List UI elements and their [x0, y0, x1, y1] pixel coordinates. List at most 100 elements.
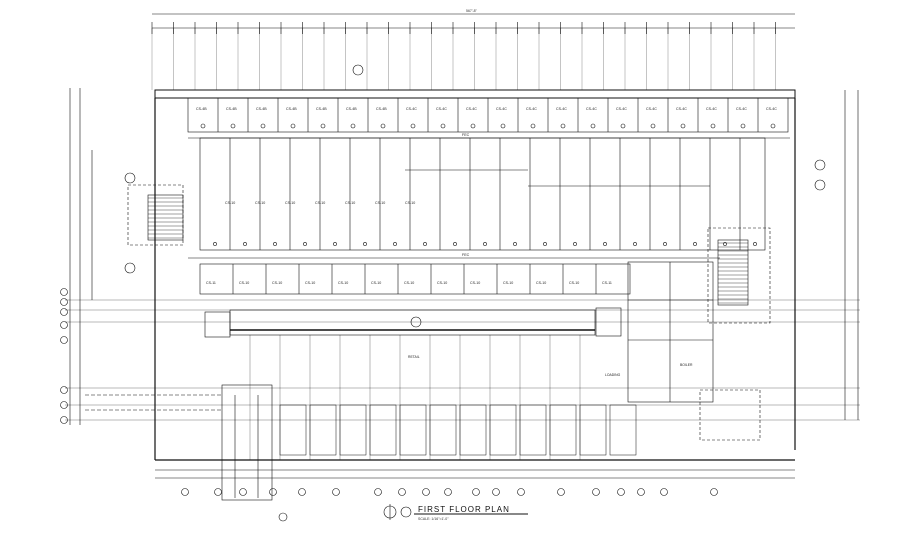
outlet-icon [573, 242, 577, 246]
storefront-bay [429, 404, 457, 456]
outlet-icon [243, 242, 247, 246]
room-label: CS-4C [706, 107, 717, 111]
stair-right-treads [718, 242, 748, 304]
grid-bubble [60, 298, 68, 306]
room-label: CS-10 [437, 281, 447, 285]
outlet-icon [363, 242, 367, 246]
storefront-bay [459, 404, 487, 456]
grid-bubble [60, 336, 68, 344]
door-swing-icon [470, 123, 476, 129]
service-core [627, 261, 714, 403]
door-swing-icon [500, 123, 506, 129]
grid-bubble [557, 488, 565, 496]
overall-dimension: 567'-8" [466, 9, 478, 13]
outlet-icon [603, 242, 607, 246]
retail-label: RETAIL [408, 355, 420, 359]
top-dimension-ticks [151, 22, 776, 90]
corridor-label: FEC [462, 133, 470, 137]
room-label: CS-11 [206, 281, 216, 285]
drawing-scale: SCALE: 1/16"=1'-0" [418, 517, 449, 521]
grid-bubble [492, 488, 500, 496]
room-label: CS-4C [616, 107, 627, 111]
outlet-icon [333, 242, 337, 246]
corridor-label-lower: FEC [462, 253, 470, 257]
room-label: CS-4B [376, 107, 387, 111]
room-label: CS-10 [285, 201, 295, 205]
grid-bubble [332, 488, 340, 496]
column-grid-bubbles [181, 488, 718, 496]
stair-left-treads [148, 197, 183, 239]
grid-bubble [592, 488, 600, 496]
outlet-icon [423, 242, 427, 246]
room-label: CS-4C [766, 107, 777, 111]
room-label: CS-10 [503, 281, 513, 285]
outlet-icon [663, 242, 667, 246]
door-swing-icon [770, 123, 776, 129]
drawing-title: FIRST FLOOR PLAN [418, 505, 510, 514]
storefront-bay [549, 404, 577, 456]
stair-right [717, 239, 749, 306]
door-swing-icon [260, 123, 266, 129]
room-label: CS-10 [315, 201, 325, 205]
grid-bubble [398, 488, 406, 496]
keynote-marker [410, 316, 422, 328]
grid-bubble [60, 386, 68, 394]
door-swing-icon [560, 123, 566, 129]
room-label: CS-10 [569, 281, 579, 285]
room-label: CS-4C [736, 107, 747, 111]
door-swing-icon [380, 123, 386, 129]
door-swing-icon [590, 123, 596, 129]
door-swing-icon [290, 123, 296, 129]
storefront-bay [609, 404, 637, 456]
grid-bubble [269, 488, 277, 496]
room-label: CS-4B [346, 107, 357, 111]
storefront-bay [399, 404, 427, 456]
section-marker-top [352, 64, 364, 76]
room-label: CS-10 [375, 201, 385, 205]
storefront-bay [519, 404, 547, 456]
storefront-bay [279, 404, 307, 456]
storefront-bay [369, 404, 397, 456]
door-swing-icon [230, 123, 236, 129]
storefront-bay [579, 404, 607, 456]
room-label: CS-10 [255, 201, 265, 205]
grid-bubble [239, 488, 247, 496]
outlet-icon [693, 242, 697, 246]
stair-left [147, 194, 184, 241]
room-label: CS-10 [272, 281, 282, 285]
room-label: CS-10 [225, 201, 235, 205]
storefront-bay [339, 404, 367, 456]
room-label: CS-11 [602, 281, 612, 285]
room-label: CS-4C [646, 107, 657, 111]
room-label: CS-4C [526, 107, 537, 111]
storefront-bay [489, 404, 517, 456]
unit-block-middle [199, 137, 766, 251]
grid-bubble [298, 488, 306, 496]
section-marker-right-1 [814, 159, 826, 171]
outlet-icon [273, 242, 277, 246]
room-label: CS-4C [436, 107, 447, 111]
room-label: CS-10 [345, 201, 355, 205]
room-labels-bottom: CS-11 CS-10 CS-10 CS-10 CS-10 CS-10 CS-10 CS-10… [206, 281, 612, 285]
storefront-bay [309, 404, 337, 456]
room-label: CS-10 [404, 281, 414, 285]
section-marker-left-1 [124, 172, 136, 184]
unit-dividers-top [200, 98, 776, 132]
outlet-icon [753, 242, 757, 246]
room-label: CS-4C [586, 107, 597, 111]
room-label: CS-4C [556, 107, 567, 111]
grid-bubble [60, 321, 68, 329]
room-labels-middle: CS-10 CS-10 CS-10 CS-10 CS-10 CS-10 CS-10 [225, 201, 415, 205]
room-label: CS-4B [316, 107, 327, 111]
room-label: CS-4C [496, 107, 507, 111]
room-label: CS-4C [406, 107, 417, 111]
room-label: CS-10 [405, 201, 415, 205]
grid-bubble [710, 488, 718, 496]
door-swing-icon [530, 123, 536, 129]
room-label: CS-10 [305, 281, 315, 285]
grid-bubble [60, 308, 68, 316]
outlet-icon [723, 242, 727, 246]
room-label: CS-10 [470, 281, 480, 285]
entry-ramp [221, 384, 273, 501]
